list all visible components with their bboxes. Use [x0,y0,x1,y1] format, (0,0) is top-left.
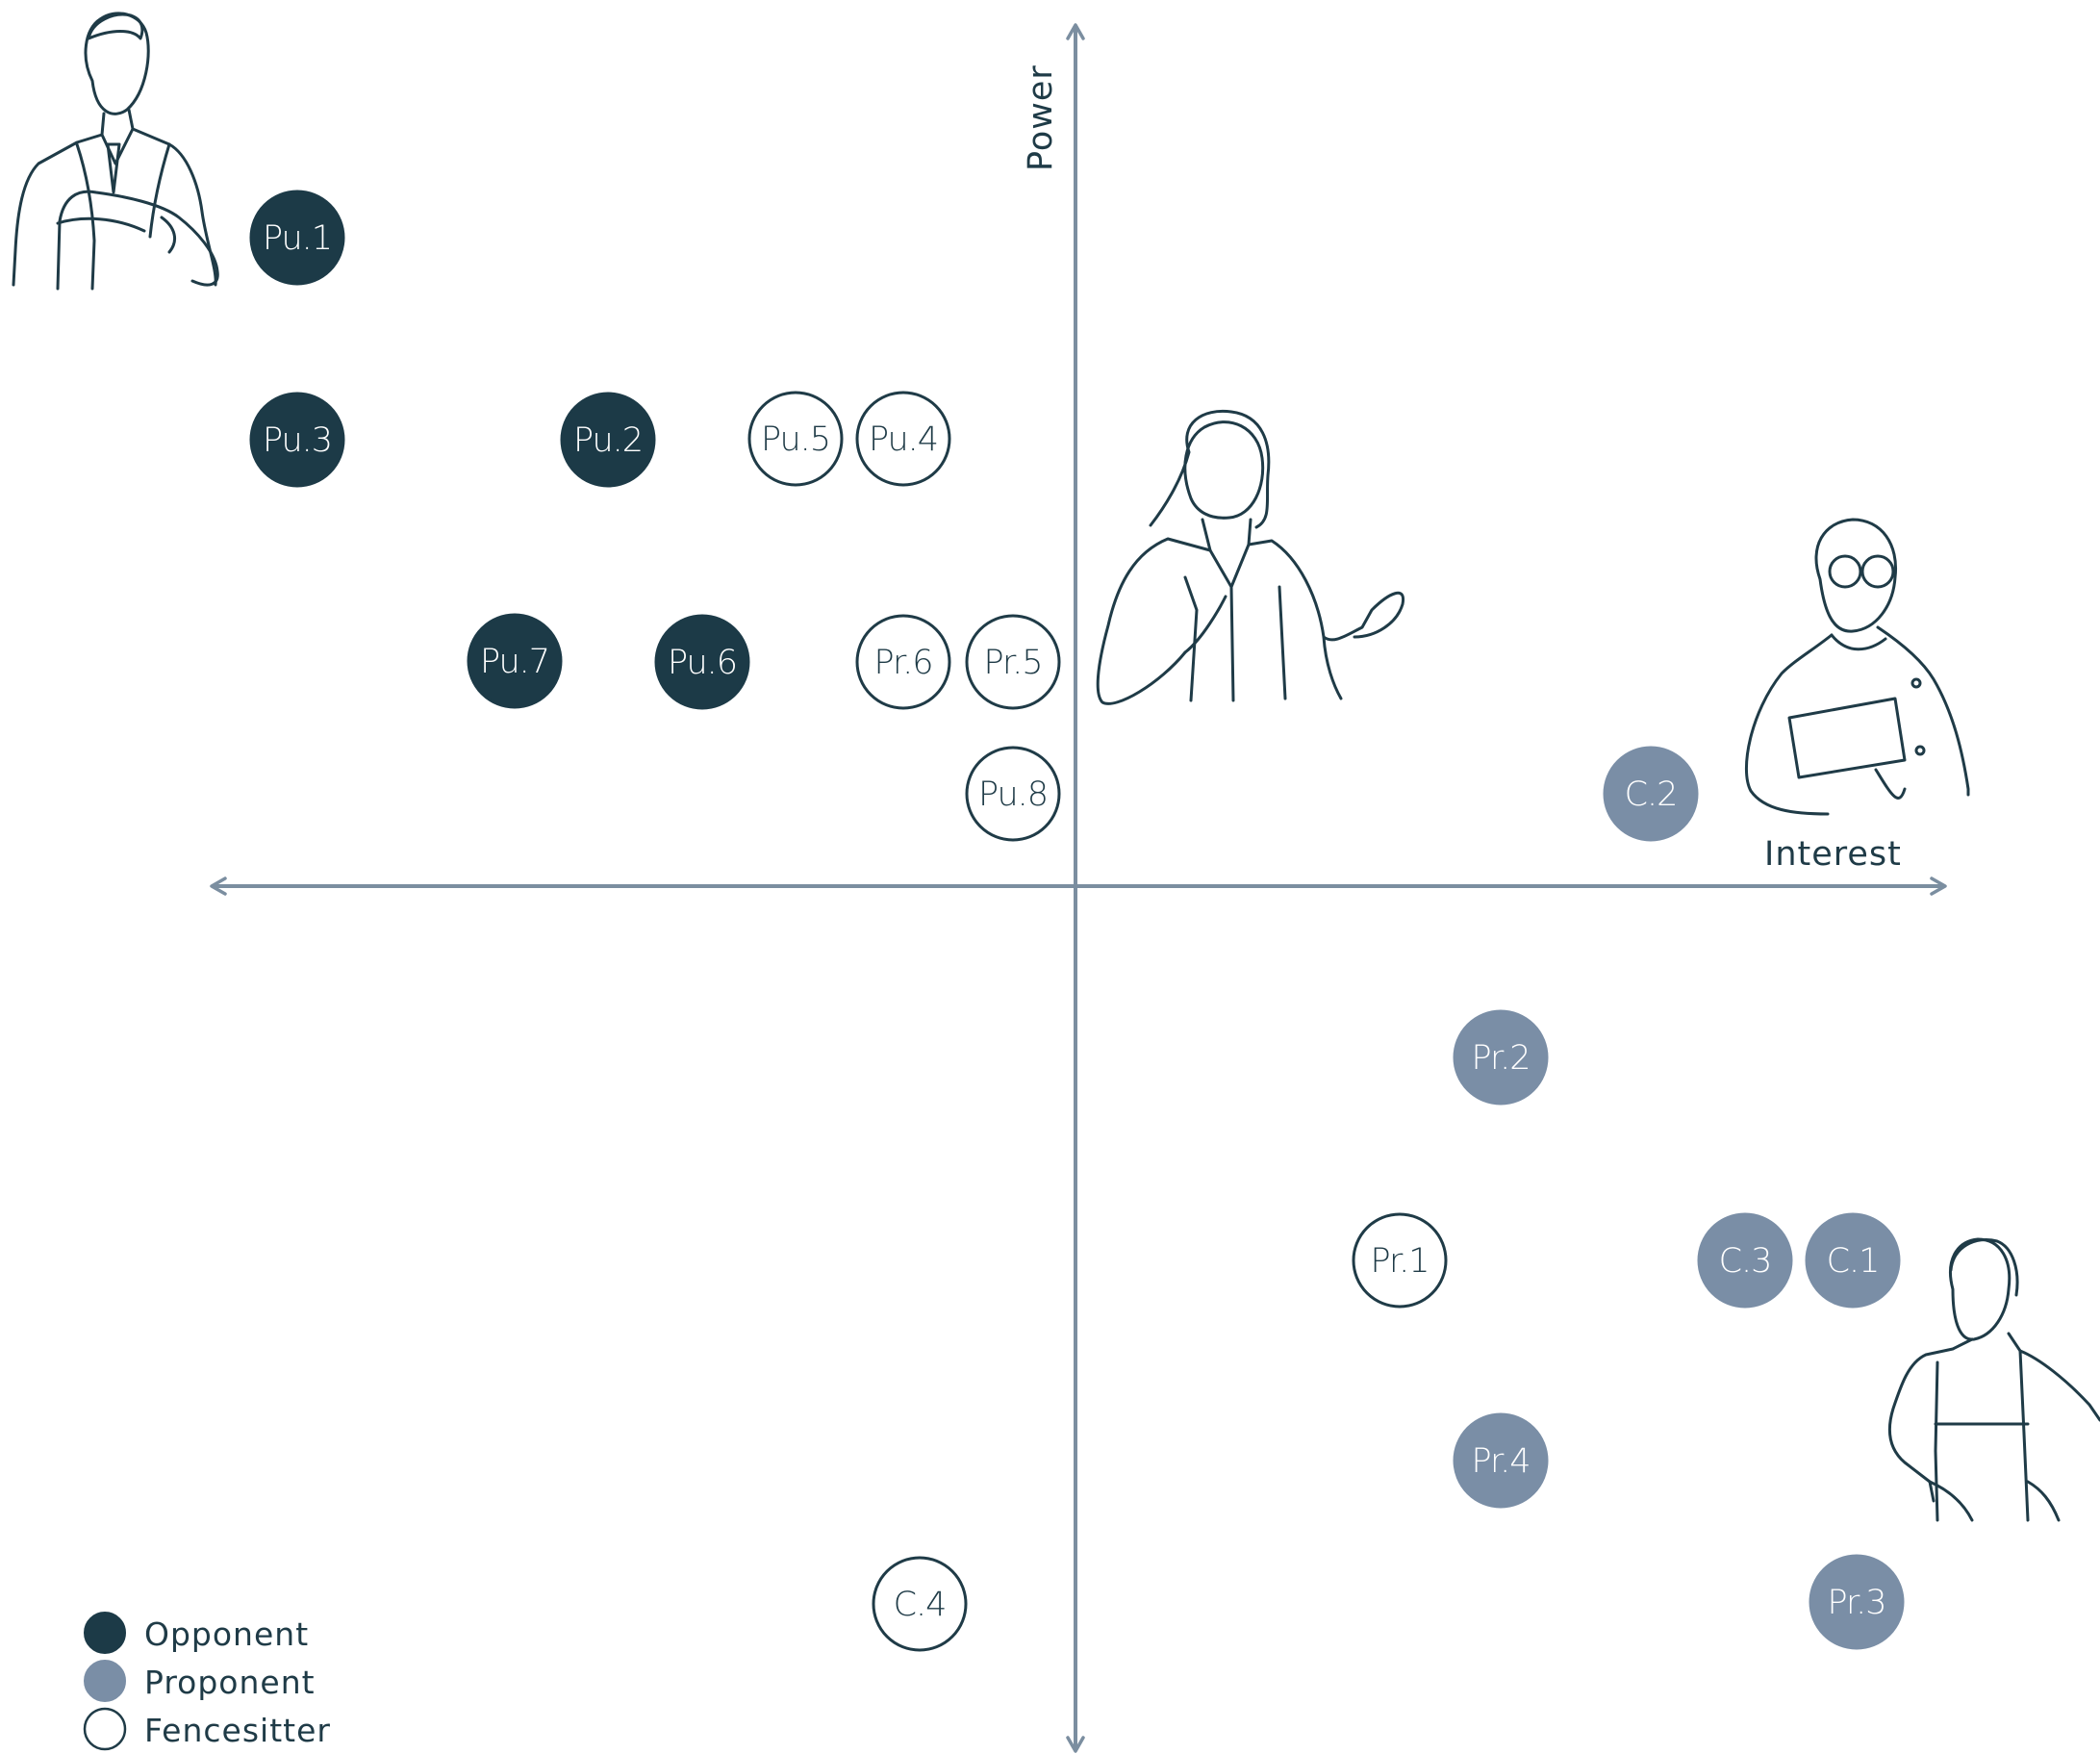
stakeholder-label: Pr.4 [1471,1442,1530,1481]
legend-swatch-fencesitter [83,1707,127,1751]
stakeholder-node-pu-8: Pu.8 [965,746,1061,842]
stakeholder-node-pr-4: Pr.4 [1453,1412,1549,1509]
stakeholder-marker [872,1556,968,1652]
stakeholder-label: Pr.6 [873,644,932,682]
stakeholder-label: Pu.3 [263,421,332,460]
stakeholder-label: Pr.2 [1471,1039,1530,1078]
legend-label-fencesitter: Fencesitter [144,1712,331,1749]
stakeholder-marker [965,746,1061,842]
legend-label-opponent: Opponent [144,1615,309,1653]
stakeholder-label: Pu.2 [573,421,643,460]
stakeholder-node-c-3: C.3 [1697,1212,1793,1309]
stakeholder-node-pr-1: Pr.1 [1352,1212,1448,1309]
stakeholder-marker [654,614,750,710]
stakeholder-marker [1453,1412,1549,1509]
stakeholder-label: C.4 [894,1586,947,1624]
stakeholder-marker [249,392,345,488]
stakeholder-label: C.3 [1719,1242,1772,1281]
stakeholder-node-pr-5: Pr.5 [965,614,1061,710]
stakeholder-label: Pr.3 [1827,1584,1885,1622]
stakeholder-node-pu-1: Pu.1 [249,190,345,286]
stakeholder-marker [1453,1009,1549,1106]
stakeholder-marker [1809,1554,1905,1650]
legend-item-fencesitter: Fencesitter [83,1707,331,1751]
stakeholder-marker [1352,1212,1448,1309]
stakeholder-node-c-1: C.1 [1805,1212,1901,1309]
legend-item-proponent: Proponent [84,1660,316,1702]
stakeholder-marker [1697,1212,1793,1309]
stakeholder-node-pr-2: Pr.2 [1453,1009,1549,1106]
stakeholder-node-c-2: C.2 [1603,746,1699,842]
legend-swatch-opponent [84,1612,126,1654]
stakeholder-marker [1603,746,1699,842]
woman-hijab-clipboard-illustration [1744,518,1970,816]
stakeholder-node-pu-6: Pu.6 [654,614,750,710]
stakeholder-label: Pr.1 [1370,1242,1429,1281]
businessman-illustration [12,12,219,291]
stakeholder-label: C.1 [1827,1242,1880,1281]
woman-presenter-illustration [1096,409,1405,705]
stakeholder-node-c-4: C.4 [872,1556,968,1652]
stakeholder-node-pu-4: Pu.4 [855,391,951,487]
stakeholder-marker [1805,1212,1901,1309]
legend-swatch-proponent [84,1660,126,1702]
stakeholder-node-pu-3: Pu.3 [249,392,345,488]
stakeholder-node-pu-7: Pu.7 [467,613,563,709]
stakeholder-marker [560,392,656,488]
stakeholder-node-pr-6: Pr.6 [855,614,951,710]
stakeholder-node-pr-3: Pr.3 [1809,1554,1905,1650]
stakeholder-label: C.2 [1625,775,1678,814]
stakeholder-marker [855,614,951,710]
legend-item-opponent: Opponent [84,1612,309,1654]
legend: Opponent Proponent Fencesitter [83,1612,331,1751]
x-axis-label: Interest [1764,835,1902,874]
stakeholder-marker [965,614,1061,710]
stakeholder-label: Pu.4 [869,420,938,459]
stakeholder-marker [855,391,951,487]
stakeholder-label: Pu.8 [978,775,1048,814]
stakeholder-label: Pu.7 [480,643,549,681]
worker-apron-illustration [1887,1237,2100,1522]
y-axis-label: Power [1022,64,1060,171]
stakeholder-nodes: Pu.1Pu.3 Pu.2 Pu.5 Pu.4Pu.7 Pu.6 Pr.6 Pr.5Pu.8… [249,190,1905,1652]
stakeholder-node-pu-5: Pu.5 [747,391,844,487]
stakeholder-marker [249,190,345,286]
stakeholder-label: Pu.6 [668,644,737,682]
stakeholder-node-pu-2: Pu.2 [560,392,656,488]
stakeholder-label: Pu.1 [263,219,332,258]
stakeholder-label: Pu.5 [761,420,830,459]
stakeholder-marker [747,391,844,487]
stakeholder-marker [467,613,563,709]
legend-label-proponent: Proponent [144,1664,316,1701]
axes: Power Interest [210,23,1947,1753]
stakeholder-label: Pr.5 [983,644,1042,682]
